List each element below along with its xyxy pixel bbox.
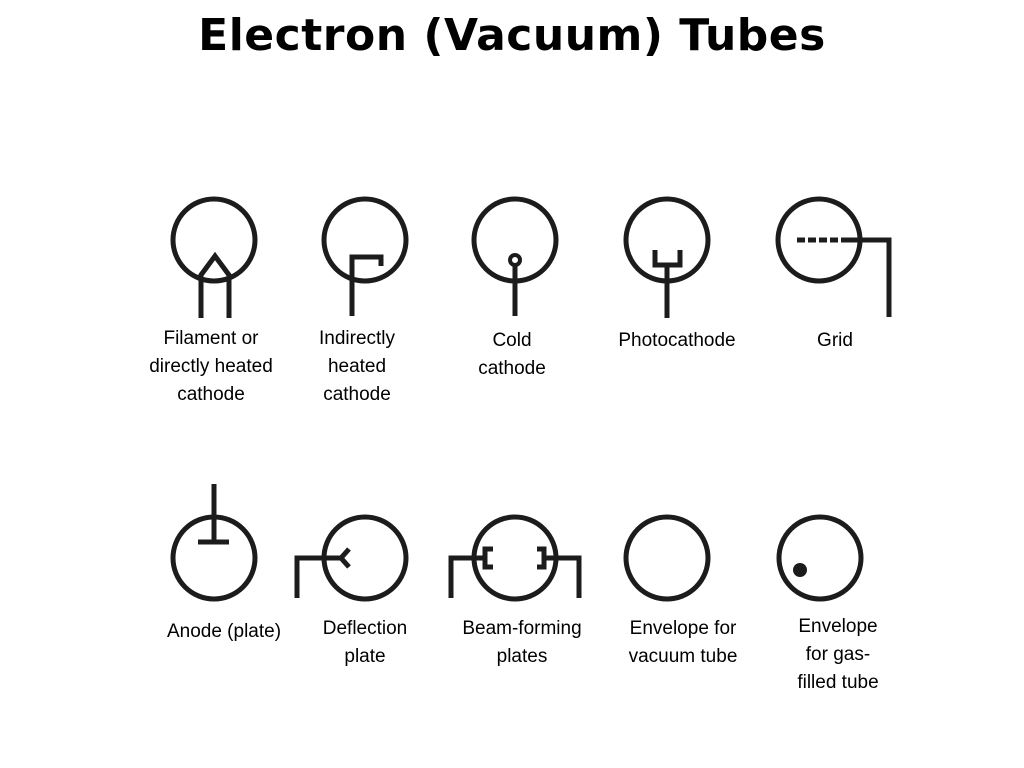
deflection-plate-symbol [294,514,409,602]
cold-cathode-ring [508,253,522,267]
photocathode-symbol [623,196,711,318]
grid-lead [842,237,892,317]
label-vacuum-envelope: Envelope for vacuum tube [628,618,738,667]
tube-envelope-circle [623,514,711,602]
label-beam-forming-plates: Beam-forming plates [462,618,582,667]
filament-wire [198,251,232,318]
label-anode: Anode (plate) [166,621,282,642]
grid-symbol [775,196,892,317]
gas-dot [793,563,807,577]
tube-envelope-circle [321,196,409,284]
anode-symbol [170,484,258,602]
label-filament: Filament or directly heated cathode [149,328,273,405]
photocathode-cup [652,250,683,268]
beam-forming-plates-symbol [448,514,582,602]
vacuum-envelope-symbol [623,514,711,602]
tube-envelope-circle [170,196,258,284]
label-indirect-cathode: Indirectly heated cathode [318,328,396,405]
cold-cathode-symbol [471,196,559,316]
label-photocathode: Photocathode [618,330,736,351]
beam-plate-right [537,546,547,570]
label-grid: Grid [817,330,853,351]
deflection-plate-mark [337,547,351,569]
beam-plate-left-lead [448,555,485,598]
indirect-cathode-symbol [321,196,409,316]
cathode-electrode [349,254,384,316]
label-gas-envelope: Envelope for gas- filled tube [797,616,879,693]
beam-plate-left [482,546,493,570]
beam-plate-right-lead [544,555,582,598]
label-deflection-plate: Deflection plate [322,618,408,667]
gas-envelope-symbol [776,514,864,602]
filament-symbol [170,196,258,318]
page-title: Electron (Vacuum) Tubes [198,10,826,61]
label-cold-cathode: Cold cathode [478,330,546,379]
deflection-lead [294,555,341,598]
tube-envelope-circle [776,514,864,602]
